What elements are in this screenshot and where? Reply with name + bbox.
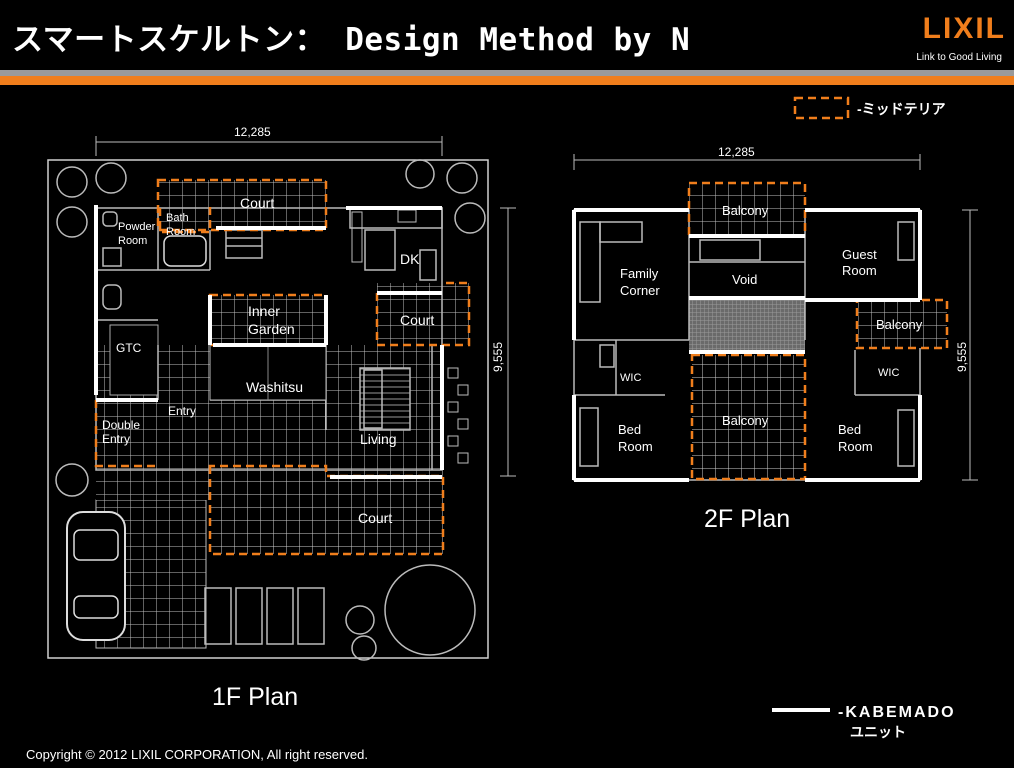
balcony-right-floor (857, 300, 947, 348)
room-label-family-1: Family (620, 266, 659, 281)
depth-dimension-label-1f: 9,555 (491, 342, 505, 372)
room-label-inner-garden-1: Inner (248, 303, 280, 319)
plan-1f: 12,285 9,555 (47, 125, 516, 711)
bathtub-icon (163, 235, 207, 267)
depth-dimension-label-2f: 9,555 (955, 342, 969, 372)
header-bar: スマートスケルトン： Design Method by N LIXIL Link… (0, 0, 1014, 70)
court-top-floor (158, 180, 326, 230)
kabemado-legend-swatch (772, 708, 830, 712)
room-label-bed-left-1: Bed (618, 422, 641, 437)
room-label-inner-garden-2: Garden (248, 321, 295, 337)
room-label-bed-left-2: Room (618, 439, 653, 454)
kabemado-units-1f (94, 205, 444, 479)
room-label-guest-2: Room (842, 263, 877, 278)
midteria-legend-label: -ミッドテリア (857, 101, 946, 117)
kabemado-legend: -KABEMADO ユニット (772, 704, 956, 740)
midteria-legend-swatch (793, 96, 850, 120)
car-icon (66, 511, 126, 641)
double-entry-floor (96, 400, 156, 468)
room-label-balcony-center: Balcony (722, 413, 769, 428)
room-label-powder-1: Powder (118, 221, 156, 233)
room-label-bed-right-2: Room (838, 439, 873, 454)
inner-garden-floor (210, 295, 326, 345)
dimension-depth-1f (500, 207, 516, 477)
site-boundary-1f (47, 159, 489, 659)
header-stripe-orange (0, 76, 1014, 85)
kitchen-counter (351, 211, 363, 263)
room-label-double-entry-2: Entry (102, 432, 130, 446)
court-bottom-floor (210, 466, 443, 554)
room-label-wic-right: WIC (878, 367, 899, 379)
width-dimension-label-2f: 12,285 (718, 145, 755, 159)
logo-wordmark: LIXIL (922, 12, 1006, 45)
copyright-footer: Copyright © 2012 LIXIL CORPORATION, All … (26, 747, 368, 762)
room-label-guest-1: Guest (842, 247, 877, 262)
kabemado-legend-sublabel: ユニット (850, 724, 906, 740)
room-label-court-bottom: Court (358, 510, 392, 526)
gtc-room (109, 324, 159, 396)
room-label-wic-left: WIC (620, 372, 641, 384)
kabemado-legend-label: -KABEMADO (838, 704, 956, 721)
balcony-top-floor (689, 183, 805, 236)
room-label-bed-right-1: Bed (838, 422, 861, 437)
plan-2f: 12,285 9,555 (572, 145, 978, 533)
room-label-double-entry-1: Double (102, 418, 140, 432)
room-label-bath-1: Bath (166, 212, 189, 224)
room-label-void: Void (732, 272, 757, 287)
room-label-bath-2: Room (166, 226, 195, 238)
room-label-family-2: Corner (620, 283, 660, 298)
room-label-powder-2: Room (118, 235, 147, 247)
plan-2f-title: 2F Plan (704, 505, 790, 533)
room-label-washitsu: Washitsu (246, 379, 303, 395)
approach-floor (96, 470, 216, 500)
room-label-living: Living (360, 431, 397, 447)
room-label-gtc: GTC (116, 341, 142, 355)
room-label-court-right: Court (400, 312, 434, 328)
width-dimension-label-1f: 12,285 (234, 125, 271, 139)
kabemado-units-2f (572, 208, 922, 482)
dimension-width-2f (573, 154, 921, 170)
room-label-balcony-top: Balcony (722, 203, 769, 218)
header-stripe-gray (0, 70, 1014, 76)
void-mesh (689, 298, 805, 352)
stepping-stones (447, 367, 469, 464)
lixil-logo: LIXIL Link to Good Living (906, 12, 1006, 68)
room-label-balcony-right: Balcony (876, 317, 923, 332)
trees-1f (55, 159, 486, 661)
bike-parking (204, 587, 325, 645)
room-label-dk: DK (400, 251, 420, 267)
midteria-legend: -ミッドテリア (793, 96, 946, 120)
dimension-width-1f (95, 136, 443, 156)
page-title: スマートスケルトン： Design Method by N (12, 22, 691, 58)
plan-1f-title: 1F Plan (212, 683, 298, 711)
logo-tagline: Link to Good Living (916, 52, 1002, 63)
room-label-entry: Entry (168, 404, 196, 418)
balcony-center-floor (692, 355, 805, 479)
room-label-court-top: Court (240, 195, 274, 211)
dimension-depth-2f (962, 209, 978, 481)
